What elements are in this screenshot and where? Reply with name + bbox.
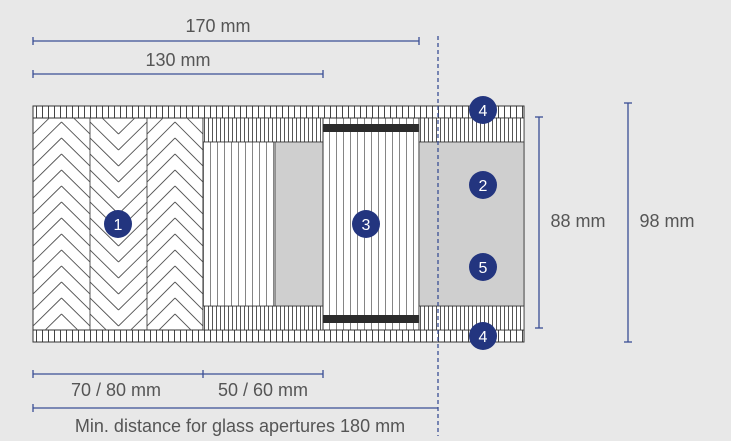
batten-top	[202, 117, 324, 143]
svg-text:3: 3	[362, 217, 371, 234]
seal-top	[323, 124, 419, 132]
top-strip	[32, 105, 525, 119]
svg-text:4: 4	[479, 329, 488, 346]
dimension-98mm	[624, 102, 632, 343]
label-170mm: 170 mm	[185, 16, 250, 36]
label-88mm: 88 mm	[550, 211, 605, 231]
insulation-right	[418, 141, 525, 307]
label-70-80mm: 70 / 80 mm	[71, 380, 161, 400]
bottom-strip	[32, 329, 525, 343]
right-batten-bottom	[418, 305, 525, 331]
batten-bottom	[202, 305, 324, 331]
dimension-170mm	[32, 37, 420, 45]
badge-3: 3	[352, 210, 380, 238]
label-130mm: 130 mm	[145, 50, 210, 70]
badge-4-top: 4	[469, 96, 497, 124]
badge-4-bottom: 4	[469, 322, 497, 350]
svg-text:5: 5	[479, 260, 488, 277]
badge-5: 5	[469, 253, 497, 281]
label-min-distance: Min. distance for glass apertures 180 mm	[75, 416, 405, 436]
dimension-130mm	[32, 70, 324, 78]
label-98mm: 98 mm	[639, 211, 694, 231]
dimension-88mm	[535, 116, 543, 329]
svg-text:1: 1	[114, 217, 123, 234]
dimension-70-80mm	[32, 370, 324, 378]
dimension-180mm	[32, 404, 438, 412]
batten-left	[202, 141, 276, 307]
right-batten-top	[418, 117, 525, 143]
svg-text:2: 2	[479, 178, 488, 195]
badge-1: 1	[104, 210, 132, 238]
badge-2: 2	[469, 171, 497, 199]
insulation-left	[274, 141, 324, 307]
label-50-60mm: 50 / 60 mm	[218, 380, 308, 400]
seal-bottom	[323, 315, 419, 323]
svg-text:4: 4	[479, 103, 488, 120]
